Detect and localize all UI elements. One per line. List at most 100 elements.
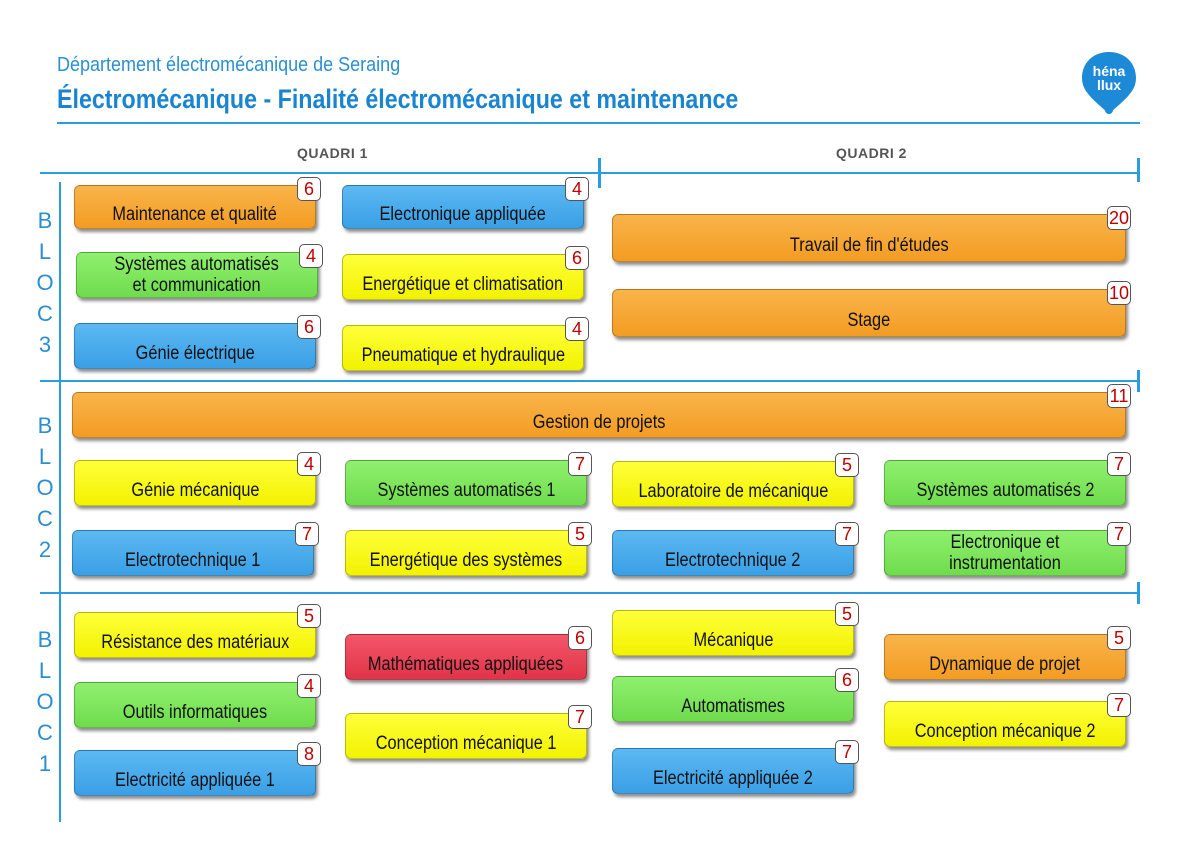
logo-text-2: llux <box>1097 77 1121 93</box>
course-label: Outils informatiques <box>122 701 268 723</box>
header-rule <box>57 122 1140 124</box>
credits-badge: 4 <box>565 317 589 341</box>
credits-badge: 5 <box>835 453 859 477</box>
course-label: Gestion de projets <box>532 411 666 433</box>
bloc-2-char: 2 <box>38 537 52 562</box>
course-label: Systèmes automatisés et communication <box>114 254 280 296</box>
course-travail-fin-etudes: Travail de fin d'études 20 <box>612 206 1131 262</box>
course-label: Automatismes <box>681 695 785 717</box>
bloc-3-char: B <box>37 208 53 233</box>
bloc-1-char: 1 <box>38 751 52 776</box>
course-label: Electrotechnique 2 <box>665 549 801 571</box>
credits-badge: 4 <box>565 177 589 201</box>
bloc2-divider-tick <box>1137 582 1140 604</box>
quadri-2-label: QUADRI 2 <box>836 145 907 161</box>
course-label: Dynamique de projet <box>929 653 1081 675</box>
department-subtitle: Département électromécanique de Seraing <box>57 54 401 76</box>
bloc-3-char: C <box>37 301 53 326</box>
henallux-logo: héna llux <box>1082 52 1136 114</box>
course-label: Energétique des systèmes <box>369 549 563 571</box>
credits-badge: 11 <box>1107 384 1131 408</box>
bloc-3-char: 3 <box>38 332 52 357</box>
course-label: Mathématiques appliquées <box>368 653 564 675</box>
bloc-2-char: L <box>38 444 52 469</box>
credits-badge: 5 <box>568 522 592 546</box>
course-electronique-instrumentation: Electronique et instrumentation 7 <box>884 522 1131 576</box>
course-label: Electronique et instrumentation <box>949 532 1061 574</box>
bloc-axis <box>59 182 61 822</box>
quadri-end-tick <box>1137 158 1140 182</box>
course-label: Génie électrique <box>135 342 255 364</box>
course-stage: Stage 10 <box>612 281 1131 337</box>
credits-badge: 7 <box>835 740 859 764</box>
bloc-2-char: C <box>37 506 53 531</box>
course-label: Electricité appliquée 2 <box>653 767 813 789</box>
course-label: Electricité appliquée 1 <box>115 769 275 791</box>
course-label: Electronique appliquée <box>379 203 547 225</box>
course-electricite-appliquee-1: Electricité appliquée 1 8 <box>74 742 321 796</box>
credits-badge: 4 <box>297 452 321 476</box>
credits-badge: 5 <box>835 602 859 626</box>
course-label: Energétique et climatisation <box>362 273 564 295</box>
credits-badge: 6 <box>297 315 321 339</box>
credits-badge: 7 <box>1107 452 1131 476</box>
course-conception-mecanique-2: Conception mécanique 2 7 <box>884 693 1131 747</box>
bloc-1-char: C <box>37 720 53 745</box>
credits-badge: 7 <box>568 452 592 476</box>
credits-badge: 7 <box>1107 693 1131 717</box>
course-electronique-appliquee: Electronique appliquée 4 <box>342 177 589 229</box>
course-label: Résistance des matériaux <box>100 631 289 653</box>
bloc3-divider-tick <box>1137 370 1140 392</box>
bloc-1-char: B <box>37 627 53 652</box>
credits-badge: 10 <box>1107 281 1131 305</box>
quadri-divider <box>598 158 601 188</box>
credits-badge: 7 <box>1107 522 1131 546</box>
course-label: Travail de fin d'études <box>789 234 949 256</box>
course-label: Génie mécanique <box>130 479 260 501</box>
quadri-1-label: QUADRI 1 <box>297 145 368 161</box>
course-genie-mecanique: Génie mécanique 4 <box>74 452 321 506</box>
credits-badge: 20 <box>1107 206 1131 230</box>
credits-badge: 5 <box>297 604 321 628</box>
credits-badge: 6 <box>835 668 859 692</box>
course-resistance-materiaux: Résistance des matériaux 5 <box>74 604 321 658</box>
course-outils-informatiques: Outils informatiques 4 <box>74 674 321 728</box>
logo-text-1: héna <box>1093 63 1126 79</box>
quadri-line <box>40 172 1140 174</box>
course-electricite-appliquee-2: Electricité appliquée 2 7 <box>612 740 859 794</box>
bloc2-divider <box>40 592 1140 594</box>
credits-badge: 8 <box>297 742 321 766</box>
page-title: Électromécanique - Finalité électromécan… <box>57 84 739 114</box>
credits-badge: 4 <box>297 674 321 698</box>
course-label: Maintenance et qualité <box>112 203 278 225</box>
course-genie-electrique: Génie électrique 6 <box>74 315 321 369</box>
credits-badge: 6 <box>568 626 592 650</box>
credits-badge: 7 <box>568 705 592 729</box>
course-gestion-projets: Gestion de projets 11 <box>72 384 1131 438</box>
course-label: Conception mécanique 2 <box>914 720 1096 742</box>
bloc-3-char: O <box>36 270 54 295</box>
bloc-2-char: O <box>36 475 54 500</box>
course-label: Stage <box>847 309 891 331</box>
credits-badge: 7 <box>295 522 319 546</box>
course-label: Systèmes automatisés 1 <box>376 479 555 501</box>
course-systemes-automatises-1: Systèmes automatisés 1 7 <box>345 452 592 506</box>
course-label: Systèmes automatisés 2 <box>915 479 1094 501</box>
bloc-2-char: B <box>37 413 53 438</box>
bloc-1-char: O <box>36 689 54 714</box>
bloc3-divider <box>40 380 1140 382</box>
